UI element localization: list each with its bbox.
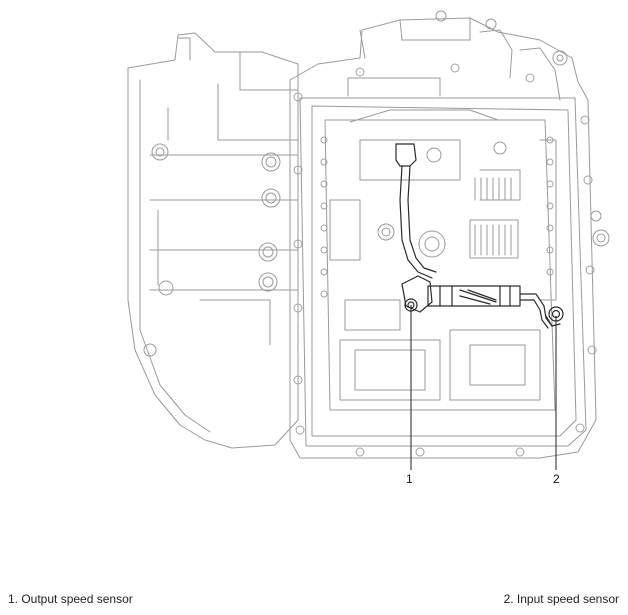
- case-bolt-holes: [293, 63, 597, 457]
- wiring-harness: [395, 143, 553, 329]
- input-speed-sensor: [545, 306, 564, 327]
- left-housing: [127, 32, 299, 449]
- valve-body-case: [289, 10, 610, 459]
- flange-bolts: [258, 152, 281, 292]
- callout-number-1: 1: [406, 472, 413, 486]
- legend-item-output-speed-sensor: 1. Output speed sensor: [8, 592, 133, 606]
- callout-number-2: 2: [553, 472, 560, 486]
- legend-item-input-speed-sensor: 2. Input speed sensor: [503, 592, 619, 606]
